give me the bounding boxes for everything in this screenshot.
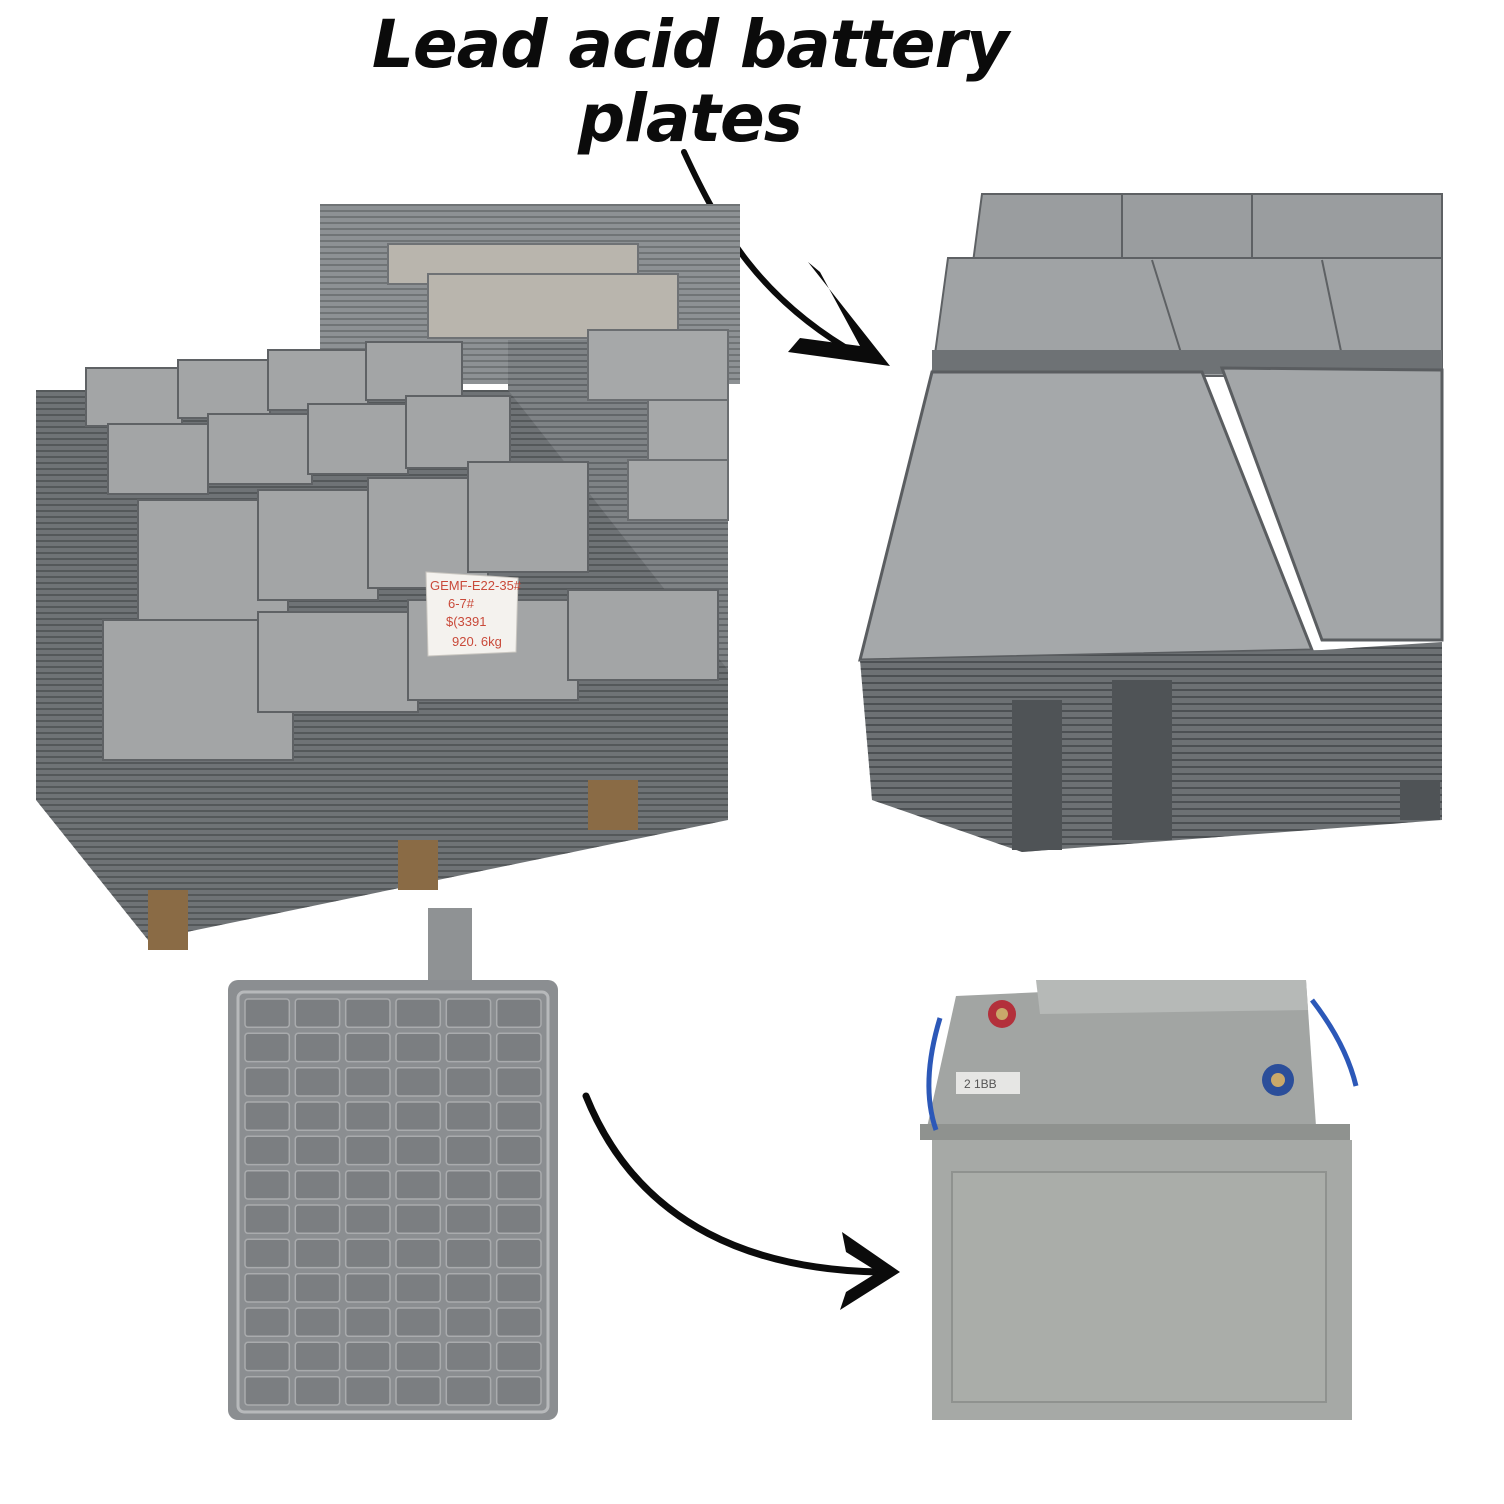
- plate-grid-cell: [294, 1066, 341, 1097]
- plate-grid-cell: [395, 1204, 442, 1235]
- plate-grid-cell: [445, 1101, 492, 1132]
- plate-grid-cell: [395, 1135, 442, 1166]
- plate-grid-cell: [344, 998, 391, 1029]
- pallet-label-line-3: $(3391: [446, 614, 486, 629]
- pallet-label-line-1: GEMF-E22-35#: [430, 578, 522, 593]
- plate-grid-cell: [344, 1238, 391, 1269]
- plate-grid-cell: [244, 1135, 291, 1166]
- plate-grid-cell: [445, 1169, 492, 1200]
- plate-grid-cell: [445, 1307, 492, 1338]
- plate-grid-cell: [244, 1032, 291, 1063]
- plate-grid-cell: [445, 1135, 492, 1166]
- plate-grid-cell: [344, 1066, 391, 1097]
- plate-grid-cell: [495, 1066, 542, 1097]
- plate-grid-cell: [445, 1341, 492, 1372]
- plate-grid-cell: [294, 1135, 341, 1166]
- plate-stack-closeup-photo: [858, 193, 1444, 852]
- plate-grid-cell: [294, 1204, 341, 1235]
- plate-grid-cell: [294, 1375, 341, 1406]
- plate-grid-cell: [495, 1375, 542, 1406]
- plate-grid-cell: [395, 1375, 442, 1406]
- plate-grid-cell: [294, 1307, 341, 1338]
- plate-grid-cells: [244, 998, 542, 1406]
- plate-grid-cell: [395, 1169, 442, 1200]
- plate-grid-cell: [445, 1375, 492, 1406]
- plate-grid-cell: [495, 1307, 542, 1338]
- plate-grid-cell: [495, 1238, 542, 1269]
- plate-grid-cell: [244, 1238, 291, 1269]
- pallet-label-line-2: 6-7#: [448, 596, 475, 611]
- plate-grid-cell: [445, 1272, 492, 1303]
- battery-label: 2 1BB: [964, 1077, 997, 1091]
- plate-grid-cell: [445, 1066, 492, 1097]
- plate-grid-cell: [445, 1032, 492, 1063]
- plate-grid-cell: [344, 1135, 391, 1166]
- plate-grid-cell: [344, 1272, 391, 1303]
- plate-grid-cell: [395, 1066, 442, 1097]
- title-line-1: Lead acid battery: [371, 6, 1009, 83]
- title-line-2: plates: [577, 80, 803, 157]
- plate-grid-cell: [495, 1341, 542, 1372]
- pallet-stack-photo: GEMF-E22-35# 6-7# $(3391 920. 6kg: [36, 204, 740, 950]
- plate-grid-cell: [294, 1238, 341, 1269]
- plate-grid-cell: [244, 1066, 291, 1097]
- plate-grid-cell: [244, 998, 291, 1029]
- plate-grid-cell: [294, 998, 341, 1029]
- single-grid-plate-photo: [228, 908, 558, 1420]
- plate-grid-cell: [344, 1169, 391, 1200]
- plate-grid-cell: [495, 1169, 542, 1200]
- plate-grid-cell: [395, 1101, 442, 1132]
- plate-grid-cell: [495, 1135, 542, 1166]
- plate-grid-cell: [395, 1341, 442, 1372]
- plate-grid-cell: [495, 998, 542, 1029]
- plate-grid-cell: [244, 1169, 291, 1200]
- plate-grid-cell: [294, 1101, 341, 1132]
- pallet-label: GEMF-E22-35# 6-7# $(3391 920. 6kg: [425, 571, 522, 657]
- battery-photo: 2 1BB: [920, 980, 1359, 1420]
- page-title: Lead acid battery plates: [330, 8, 1050, 156]
- plate-grid-cell: [395, 998, 442, 1029]
- pallet-label-line-4: 920. 6kg: [452, 634, 502, 649]
- plate-grid-cell: [294, 1341, 341, 1372]
- plate-grid-cell: [344, 1341, 391, 1372]
- plate-grid-cell: [344, 1375, 391, 1406]
- plate-grid-cell: [344, 1307, 391, 1338]
- plate-grid-cell: [495, 1204, 542, 1235]
- plate-grid-cell: [395, 1238, 442, 1269]
- plate-grid-cell: [395, 1307, 442, 1338]
- plate-grid-cell: [445, 1204, 492, 1235]
- plate-grid-cell: [244, 1341, 291, 1372]
- plate-grid-cell: [244, 1307, 291, 1338]
- plate-grid-cell: [244, 1375, 291, 1406]
- plate-grid-cell: [395, 1032, 442, 1063]
- plate-grid-cell: [294, 1032, 341, 1063]
- plate-grid-cell: [445, 1238, 492, 1269]
- plate-grid-cell: [445, 998, 492, 1029]
- plate-grid-cell: [344, 1032, 391, 1063]
- plate-grid-cell: [244, 1272, 291, 1303]
- plate-grid-cell: [495, 1101, 542, 1132]
- plate-grid-cell: [244, 1204, 291, 1235]
- plate-grid-cell: [244, 1101, 291, 1132]
- plate-grid-cell: [294, 1272, 341, 1303]
- plate-grid-cell: [395, 1272, 442, 1303]
- plate-grid-cell: [344, 1204, 391, 1235]
- plate-grid-cell: [495, 1032, 542, 1063]
- plate-grid-cell: [294, 1169, 341, 1200]
- plate-grid-cell: [495, 1272, 542, 1303]
- plate-grid-cell: [344, 1101, 391, 1132]
